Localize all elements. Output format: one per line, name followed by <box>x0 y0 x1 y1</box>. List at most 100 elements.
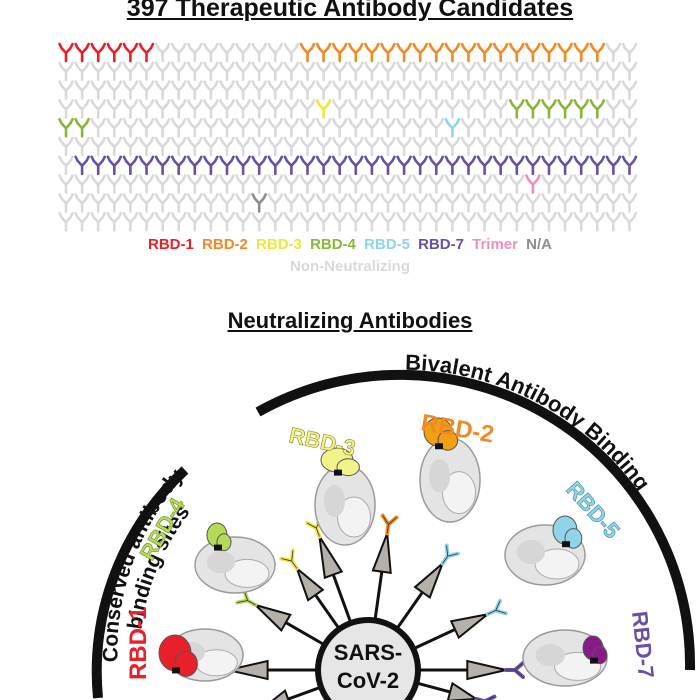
antibody-icon <box>492 99 509 119</box>
antibody-icon <box>589 136 606 157</box>
antibody-icon <box>621 136 638 157</box>
antibody-icon <box>299 193 316 213</box>
antibody-icon <box>364 136 380 157</box>
antibody-icon <box>589 80 606 100</box>
antibody-icon <box>509 155 525 176</box>
antibody-icon <box>460 42 477 63</box>
antibody-icon <box>251 136 267 157</box>
antibody-icon <box>541 136 557 157</box>
antibody-icon <box>187 174 203 194</box>
antibody-icon <box>106 80 123 100</box>
antibody-icon <box>170 61 187 82</box>
antibody-icon <box>267 42 284 63</box>
arc-right <box>255 369 696 671</box>
antibody-icon <box>460 80 477 100</box>
antibody-icon <box>476 174 493 194</box>
antibody-icon <box>122 61 139 82</box>
protein-rbd-1 <box>158 628 244 682</box>
antibody-icon <box>428 174 445 194</box>
legend-non-neutralizing: Non-Neutralizing <box>290 258 410 275</box>
arc-left <box>91 466 189 699</box>
antibody-icon <box>235 42 251 63</box>
bound-antibody <box>474 694 497 700</box>
antibody-icon <box>283 117 300 138</box>
antibody-icon <box>364 117 380 138</box>
antibody-icon <box>122 211 139 232</box>
antibody-icon <box>412 42 428 63</box>
antibody-icon <box>187 117 203 138</box>
antibody-icon <box>541 117 557 138</box>
antibody-icon <box>573 42 589 63</box>
antibody-icon <box>267 155 284 176</box>
antibody-icon <box>541 42 557 63</box>
antibody-icon <box>219 174 235 194</box>
antibody-icon <box>315 155 332 176</box>
antibody-icon <box>460 211 477 232</box>
antibody-icon <box>106 211 123 232</box>
antibody-icon <box>396 136 412 157</box>
antibody-icon <box>348 61 364 82</box>
antibody-icon <box>476 99 493 119</box>
antibody-icon <box>589 211 606 232</box>
antibody-icon <box>492 174 509 194</box>
antibody-icon <box>219 211 235 232</box>
antibody-icon <box>90 61 106 82</box>
antibody-icon <box>331 136 348 157</box>
antibody-icon <box>267 99 284 119</box>
antibody-icon <box>605 61 622 82</box>
antibody-icon <box>331 117 348 138</box>
antibody-icon <box>283 193 300 213</box>
antibody-icon <box>557 42 573 63</box>
antibody-icon <box>605 136 622 157</box>
antibody-icon <box>299 136 316 157</box>
antibody-icon <box>235 99 251 119</box>
protein-rbd-2 <box>419 417 481 523</box>
spike-head <box>271 688 290 700</box>
antibody-icon <box>187 211 203 232</box>
legend-rbd-5: RBD-5 <box>364 236 410 253</box>
antibody-icon <box>219 136 235 157</box>
spike-stem <box>281 686 320 700</box>
antibody-icon <box>106 117 123 138</box>
antibody-icon <box>621 80 638 100</box>
antibody-icon <box>396 193 412 213</box>
virus-label-2: CoV-2 <box>337 668 399 693</box>
antibody-icon <box>187 61 203 82</box>
antibody-icon <box>138 136 155 157</box>
antibody-icon <box>331 61 348 82</box>
antibody-icon <box>74 193 90 213</box>
antibody-icon <box>74 99 90 119</box>
antibody-icon <box>170 211 187 232</box>
antibody-icon <box>348 99 364 119</box>
antibody-icon <box>235 155 251 176</box>
antibody-icon <box>380 117 396 138</box>
antibody-icon <box>444 117 461 138</box>
antibody-icon <box>573 117 589 138</box>
antibody-icon <box>476 42 493 63</box>
antibody-icon <box>315 99 332 119</box>
antibody-icon <box>364 211 380 232</box>
antibody-icon <box>364 155 380 176</box>
antibody-icon <box>154 136 171 157</box>
antibody-icon <box>154 80 171 100</box>
antibody-icon <box>251 42 267 63</box>
antibody-icon <box>58 42 74 63</box>
antibody-icon <box>90 174 106 194</box>
antibody-icon <box>348 193 364 213</box>
antibody-icon <box>541 99 557 119</box>
antibody-icon <box>589 155 606 176</box>
antibody-icon <box>589 193 606 213</box>
antibody-icon <box>251 117 267 138</box>
antibody-icon <box>492 211 509 232</box>
antibody-icon <box>58 136 74 157</box>
antibody-icon <box>74 117 90 138</box>
antibody-icon <box>219 61 235 82</box>
legend-rbd-3: RBD-3 <box>256 236 302 253</box>
antibody-icon <box>589 61 606 82</box>
antibody-icon <box>525 42 541 63</box>
antibody-icon <box>396 117 412 138</box>
bound-antibody <box>235 588 258 607</box>
antibody-icon <box>203 61 219 82</box>
antibody-icon <box>90 211 106 232</box>
antibody-icon <box>74 155 90 176</box>
